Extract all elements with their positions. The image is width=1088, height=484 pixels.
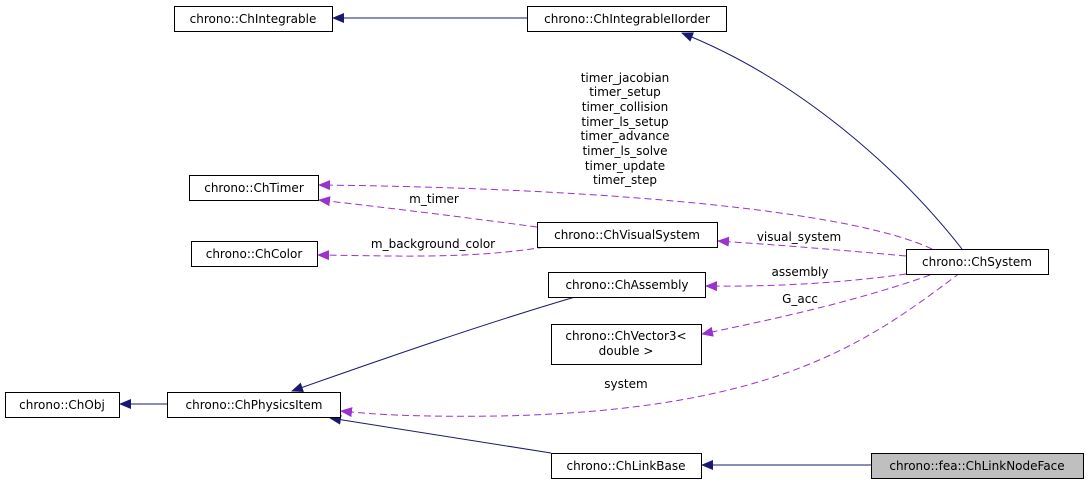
node-chsystem[interactable]: chrono::ChSystem (906, 249, 1049, 275)
node-label: chrono::ChColor (206, 247, 303, 261)
node-label: chrono::ChAssembly (565, 278, 688, 292)
edge-label: timer_advance (580, 129, 669, 143)
edge-system-assembly (705, 273, 907, 292)
edge-system-g-acc (701, 274, 931, 337)
node-label: chrono::ChObj (19, 398, 105, 412)
edge-label: timer_collision (582, 100, 669, 114)
node-chassembly[interactable]: chrono::ChAssembly (548, 272, 706, 298)
edge-system-system (340, 272, 961, 418)
node-label: chrono::ChSystem (922, 255, 1032, 269)
edge-label-system: system (604, 377, 647, 391)
node-chvisualsystem[interactable]: chrono::ChVisualSystem (537, 222, 718, 248)
edge-label-m-background-color: m_background_color (371, 237, 495, 251)
edge-linkbase-to-physicsitem (329, 414, 552, 454)
edge-visualsystem-m-background-color (317, 246, 546, 261)
node-label: chrono::ChVisualSystem (554, 228, 700, 242)
edge-assembly-to-physicsitem (291, 296, 576, 393)
edge-label-timers: timer_jacobian timer_setup timer_collisi… (580, 71, 669, 187)
node-chtimer[interactable]: chrono::ChTimer (189, 175, 319, 201)
edge-label-visual-system: visual_system (757, 230, 841, 244)
node-chphysicsitem[interactable]: chrono::ChPhysicsItem (167, 392, 341, 418)
node-chlinknodeface: chrono::fea::ChLinkNodeFace (871, 453, 1084, 479)
node-label: chrono::fea::ChLinkNodeFace (889, 459, 1064, 473)
edge-label: timer_jacobian (581, 71, 670, 85)
edge-system-timers (318, 180, 933, 250)
node-chcolor[interactable]: chrono::ChColor (191, 241, 318, 267)
edge-label: timer_ls_solve (582, 144, 667, 158)
node-label: chrono::ChPhysicsItem (186, 398, 323, 412)
edge-label: timer_step (593, 173, 657, 187)
edge-label-assembly: assembly (772, 265, 829, 279)
node-chintegrable[interactable]: chrono::ChIntegrable (174, 6, 333, 32)
edge-label-m-timer: m_timer (409, 192, 459, 206)
node-chlinkbase[interactable]: chrono::ChLinkBase (551, 453, 702, 479)
node-label: chrono::ChIntegrable (190, 12, 317, 26)
edge-label: timer_setup (589, 85, 661, 99)
edge-label: timer_update (585, 159, 665, 173)
node-label: chrono::ChTimer (204, 181, 304, 195)
node-chintegrableiiorder[interactable]: chrono::ChIntegrableIIorder (527, 6, 727, 32)
edge-system-to-integrableiiorder (681, 32, 963, 250)
node-label: double > (599, 344, 654, 358)
node-label: chrono::ChVector3< (565, 329, 686, 343)
node-chvector3[interactable]: chrono::ChVector3< double > (551, 324, 702, 365)
edge-visualsystem-m-timer (318, 196, 538, 228)
node-chobj[interactable]: chrono::ChObj (5, 392, 120, 418)
node-label: chrono::ChLinkBase (566, 459, 685, 473)
edge-label: timer_ls_setup (581, 115, 668, 129)
node-label: chrono::ChIntegrableIIorder (544, 12, 710, 26)
edge-label-g-acc: G_acc (782, 292, 818, 306)
edge-system-visual-system (717, 236, 907, 257)
